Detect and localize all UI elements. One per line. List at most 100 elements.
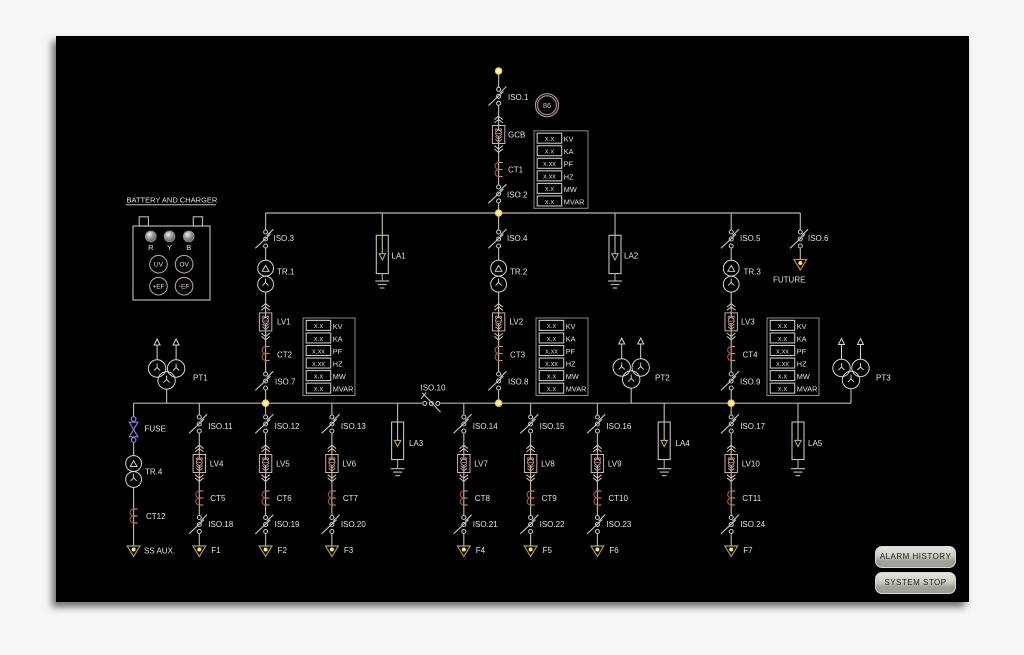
svg-text:HZ: HZ	[566, 359, 576, 368]
svg-text:ISO.13: ISO.13	[341, 422, 366, 431]
svg-text:x.x: x.x	[547, 334, 557, 343]
svg-text:ISO.4: ISO.4	[507, 234, 528, 243]
svg-text:MW: MW	[564, 185, 577, 194]
svg-text:ISO.18: ISO.18	[208, 520, 233, 529]
svg-text:OV: OV	[179, 262, 189, 269]
svg-text:ISO.11: ISO.11	[208, 422, 233, 431]
svg-text:x.xx: x.xx	[776, 359, 789, 368]
svg-text:KV: KV	[797, 322, 807, 331]
svg-text:ISO.14: ISO.14	[473, 422, 498, 431]
svg-text:PF: PF	[333, 347, 343, 356]
svg-text:86: 86	[543, 101, 551, 110]
svg-text:ISO.16: ISO.16	[606, 422, 631, 431]
svg-text:KA: KA	[797, 334, 807, 343]
svg-text:ISO.22: ISO.22	[540, 520, 565, 529]
svg-text:HZ: HZ	[564, 172, 574, 181]
svg-text:UV: UV	[154, 262, 164, 269]
svg-text:LV2: LV2	[510, 318, 524, 327]
svg-text:ISO.7: ISO.7	[275, 378, 296, 387]
svg-text:FUSE: FUSE	[145, 425, 166, 434]
svg-text:KA: KA	[333, 334, 343, 343]
svg-text:LV3: LV3	[741, 318, 755, 327]
svg-text:ISO.3: ISO.3	[274, 234, 295, 243]
svg-text:ISO.2: ISO.2	[507, 191, 528, 200]
svg-text:CT5: CT5	[210, 494, 226, 503]
svg-text:PT3: PT3	[876, 374, 891, 383]
svg-text:SS AUX.: SS AUX.	[144, 547, 175, 556]
svg-text:x.xx: x.xx	[312, 346, 325, 355]
svg-text:CT11: CT11	[742, 494, 762, 503]
svg-text:F5: F5	[543, 546, 553, 555]
svg-text:x.x: x.x	[547, 321, 557, 330]
svg-text:x.xx: x.xx	[312, 359, 325, 368]
svg-text:LA4: LA4	[676, 439, 691, 448]
svg-text:LV5: LV5	[276, 460, 290, 469]
svg-text:x.xx: x.xx	[545, 359, 558, 368]
svg-text:MVAR: MVAR	[566, 385, 587, 394]
svg-text:LA5: LA5	[808, 439, 823, 448]
svg-text:x.x: x.x	[545, 197, 555, 206]
svg-text:x.x: x.x	[547, 384, 557, 393]
svg-text:ISO.21: ISO.21	[473, 520, 498, 529]
svg-text:ISO.12: ISO.12	[275, 422, 300, 431]
svg-text:PT1: PT1	[193, 374, 208, 383]
svg-text:F6: F6	[609, 546, 619, 555]
svg-text:MW: MW	[333, 372, 346, 381]
svg-text:ISO.10: ISO.10	[421, 384, 446, 393]
svg-text:ISO.24: ISO.24	[740, 520, 765, 529]
svg-text:PF: PF	[564, 160, 574, 169]
svg-text:x.xx: x.xx	[776, 346, 789, 355]
svg-text:HZ: HZ	[333, 359, 343, 368]
svg-text:CT4: CT4	[743, 351, 759, 360]
svg-text:F4: F4	[476, 546, 486, 555]
svg-text:ISO.6: ISO.6	[808, 234, 829, 243]
svg-text:x.x: x.x	[314, 371, 324, 380]
svg-text:CT12: CT12	[146, 512, 166, 521]
svg-text:LA3: LA3	[409, 439, 424, 448]
svg-text:-EF: -EF	[179, 284, 190, 291]
svg-text:ISO.20: ISO.20	[341, 520, 366, 529]
svg-text:x.x: x.x	[778, 384, 788, 393]
svg-text:LA2: LA2	[624, 252, 639, 261]
svg-text:PF: PF	[797, 347, 807, 356]
svg-text:CT10: CT10	[608, 494, 628, 503]
svg-text:ISO.23: ISO.23	[606, 520, 631, 529]
svg-text:MVAR: MVAR	[564, 197, 585, 206]
svg-text:x.x: x.x	[545, 184, 555, 193]
svg-text:ISO.15: ISO.15	[540, 422, 565, 431]
svg-text:TR.3: TR.3	[744, 268, 762, 277]
svg-text:LV8: LV8	[541, 460, 555, 469]
svg-text:KA: KA	[566, 334, 576, 343]
svg-text:TR.2: TR.2	[510, 268, 528, 277]
svg-text:x.x: x.x	[314, 321, 324, 330]
svg-text:GCB: GCB	[508, 131, 525, 140]
svg-text:CT7: CT7	[343, 494, 359, 503]
svg-text:TR.1: TR.1	[277, 268, 295, 277]
svg-text:x.x: x.x	[545, 134, 555, 143]
svg-text:LV6: LV6	[342, 460, 356, 469]
svg-text:F2: F2	[278, 546, 288, 555]
svg-text:R: R	[148, 243, 154, 252]
svg-text:CT1: CT1	[508, 166, 524, 175]
svg-text:x.xx: x.xx	[543, 159, 556, 168]
svg-text:Y: Y	[167, 243, 172, 252]
svg-text:KA: KA	[564, 147, 574, 156]
svg-text:x.x: x.x	[778, 334, 788, 343]
svg-text:LV9: LV9	[608, 460, 622, 469]
svg-text:KV: KV	[333, 322, 343, 331]
svg-text:CT3: CT3	[510, 351, 526, 360]
svg-text:F1: F1	[211, 546, 221, 555]
svg-text:x.x: x.x	[547, 371, 557, 380]
svg-text:x.x: x.x	[545, 147, 555, 156]
svg-text:x.xx: x.xx	[545, 346, 558, 355]
svg-text:ISO.8: ISO.8	[508, 378, 529, 387]
svg-text:LV4: LV4	[210, 460, 224, 469]
svg-text:KV: KV	[564, 135, 574, 144]
svg-text:CT2: CT2	[277, 351, 293, 360]
svg-text:F3: F3	[344, 546, 354, 555]
svg-text:CT6: CT6	[277, 494, 293, 503]
svg-text:B: B	[186, 243, 191, 252]
svg-text:+EF: +EF	[152, 284, 164, 291]
svg-text:x.x: x.x	[778, 371, 788, 380]
svg-text:CT9: CT9	[542, 494, 558, 503]
